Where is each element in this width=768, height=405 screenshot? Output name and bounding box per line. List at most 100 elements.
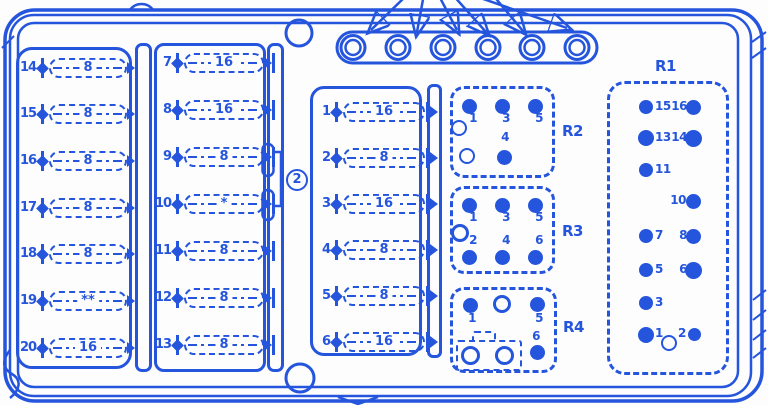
fuse-amp: 8 bbox=[79, 105, 97, 121]
fuse-number: 11 bbox=[155, 243, 172, 258]
fuse-arrow-icon bbox=[425, 332, 438, 352]
fuse-number: 7 bbox=[162, 55, 172, 70]
relay-pin-dot bbox=[494, 98, 510, 114]
relay-socket-ring bbox=[459, 148, 475, 164]
fuse-row-18: 18 8 bbox=[20, 243, 140, 265]
fuse-number: 18 bbox=[20, 246, 37, 261]
fuse-clip-icon bbox=[330, 240, 343, 260]
fuse-amp: 16 bbox=[370, 333, 398, 349]
fuse-amp: 8 bbox=[375, 287, 393, 303]
fuse-capsule: 8 bbox=[49, 58, 127, 78]
relay-pin-dot bbox=[639, 229, 653, 243]
relay-pin-dot bbox=[529, 344, 545, 360]
fuse-end-icon bbox=[264, 194, 277, 214]
relay-socket-ring bbox=[494, 345, 514, 365]
fuse-capsule: 8 bbox=[49, 244, 127, 264]
fuse-end-icon bbox=[127, 291, 140, 311]
fuse-clip-icon bbox=[36, 198, 49, 218]
fuse-end-icon bbox=[127, 151, 140, 171]
relay-pin-label: 3 bbox=[655, 295, 663, 309]
relay-r4-label: R4 bbox=[563, 318, 585, 336]
relay-pin-dot bbox=[686, 194, 701, 209]
relay-socket-ring bbox=[661, 335, 677, 351]
relay-pin-dot bbox=[527, 249, 543, 265]
relay-pin-dot bbox=[639, 263, 653, 277]
relay-box-r1 bbox=[607, 81, 729, 375]
relay-pin-dot bbox=[688, 328, 701, 341]
bus-strip-c bbox=[427, 84, 442, 358]
fuse-amp: 8 bbox=[215, 148, 233, 164]
relay-pin-label: 13 bbox=[655, 130, 671, 144]
fuse-end-icon bbox=[127, 198, 140, 218]
fuse-capsule: ** bbox=[49, 291, 127, 311]
fuse-amp: 8 bbox=[375, 149, 393, 165]
fuse-clip-icon bbox=[171, 335, 184, 355]
fuse-arrow-icon bbox=[425, 148, 438, 168]
relay-socket-ring bbox=[451, 120, 467, 136]
relay-pin-label: 10 bbox=[670, 193, 686, 207]
fuse-number: 9 bbox=[162, 149, 172, 164]
fuse-clip-icon bbox=[330, 194, 343, 214]
fuse-number: 13 bbox=[155, 337, 172, 352]
fuse-clip-icon bbox=[330, 332, 343, 352]
relay-socket-ring bbox=[493, 295, 511, 313]
relay-pin-dot bbox=[685, 130, 702, 147]
fuse-clip-icon bbox=[36, 58, 49, 78]
fuse-amp: 16 bbox=[74, 339, 102, 355]
fuse-capsule: 16 bbox=[184, 53, 264, 73]
fuse-clip-icon bbox=[36, 104, 49, 124]
fuse-end-icon bbox=[264, 288, 277, 308]
relay-pin-dot bbox=[639, 163, 653, 177]
fuse-row-7: 7 16 bbox=[155, 52, 277, 74]
fuse-end-icon bbox=[264, 53, 277, 73]
relay-pin-dot bbox=[638, 130, 654, 146]
relay-pin-dot bbox=[639, 296, 653, 310]
fuse-panel-c bbox=[310, 86, 422, 356]
relay-pin-dot bbox=[527, 197, 543, 213]
fuse-number: 2 bbox=[321, 150, 331, 165]
relay-pin-label: 16 bbox=[671, 99, 687, 113]
fuse-arrow-icon bbox=[425, 240, 438, 260]
fuse-clip-icon bbox=[171, 53, 184, 73]
fuse-clip-icon bbox=[330, 102, 343, 122]
fuse-amp: 8 bbox=[79, 59, 97, 75]
fuse-capsule: 8 bbox=[184, 147, 264, 167]
fuse-amp: 8 bbox=[79, 152, 97, 168]
relay-pin-label: 11 bbox=[655, 162, 671, 176]
relay-pin-label: 5 bbox=[535, 210, 543, 224]
relay-pin-label: 2 bbox=[469, 233, 477, 247]
fuse-capsule: 16 bbox=[343, 194, 425, 214]
fuse-end-icon bbox=[264, 147, 277, 167]
fuse-number: 3 bbox=[321, 196, 331, 211]
relay-pin-label: 5 bbox=[535, 311, 543, 325]
fuse-number: 8 bbox=[162, 102, 172, 117]
callout-2-badge: 2 bbox=[286, 169, 308, 191]
relay-pin-label: 1 bbox=[469, 210, 477, 224]
relay-r3-label: R3 bbox=[562, 222, 584, 240]
relay-box-r4 bbox=[450, 287, 557, 373]
fuse-clip-icon bbox=[36, 151, 49, 171]
relay-pin-dot bbox=[639, 100, 653, 114]
fuse-capsule: 8 bbox=[49, 104, 127, 124]
fuse-number: 5 bbox=[321, 288, 331, 303]
relay-pin-dot bbox=[638, 327, 654, 343]
fuse-clip-icon bbox=[171, 147, 184, 167]
relay-pin-dot bbox=[686, 99, 701, 115]
fuse-amp: 8 bbox=[215, 336, 233, 352]
fuse-amp: 16 bbox=[210, 54, 238, 70]
relay-pin-label: 4 bbox=[501, 130, 509, 144]
fuse-end-icon bbox=[127, 58, 140, 78]
fuse-clip-icon bbox=[171, 100, 184, 120]
relay-pin-dot bbox=[494, 249, 510, 265]
relay-pin-dot bbox=[494, 197, 510, 213]
fuse-end-icon bbox=[264, 335, 277, 355]
